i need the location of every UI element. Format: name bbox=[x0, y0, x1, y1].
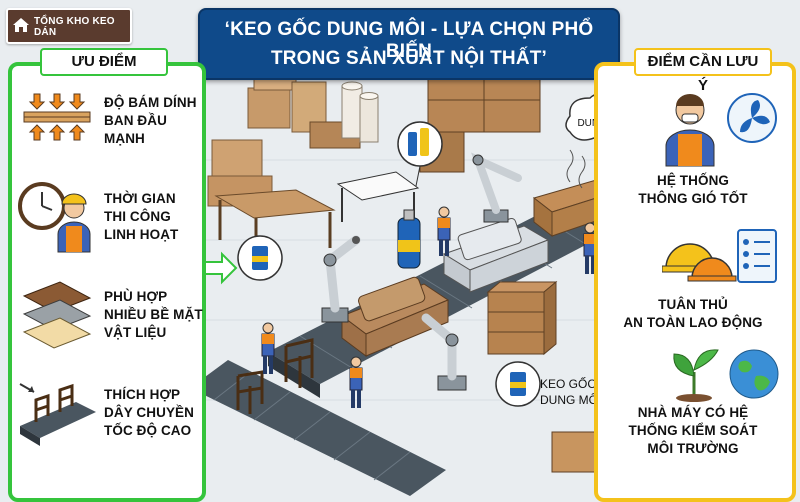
note-3-line-3: MÔI TRƯỜNG bbox=[647, 441, 739, 456]
note-3-text: NHÀ MÁY CÓ HỆ THỐNG KIỂM SOÁT MÔI TRƯỜNG bbox=[618, 404, 768, 458]
note-1-line-1: HỆ THỐNG bbox=[656, 173, 730, 188]
conveyor-belt-lower bbox=[190, 360, 446, 496]
arrows-pressure-icon bbox=[23, 93, 91, 141]
note-2-line-1: TUÂN THỦ bbox=[658, 297, 728, 312]
note-2-text: TUÂN THỦ AN TOÀN LAO ĐỘNG bbox=[618, 296, 768, 332]
sofa-grey bbox=[442, 217, 550, 293]
advantage-1-line-3: MẠNH bbox=[104, 131, 145, 146]
note-3-line-1: NHÀ MÁY CÓ HỆ bbox=[637, 405, 749, 420]
glue-tank bbox=[397, 209, 421, 269]
advantage-2-line-3: LINH HOẠT bbox=[104, 227, 179, 242]
note-3-line-2: THỐNG KIỂM SOÁT bbox=[628, 423, 758, 438]
advantage-3-line-2: NHIỀU BỀ MẶT bbox=[104, 307, 203, 322]
glue-label-line-1: KEO GỐC bbox=[540, 377, 597, 391]
advantage-3-line-3: VẬT LIỆU bbox=[104, 325, 167, 340]
worker bbox=[261, 322, 275, 374]
clock-worker-icon bbox=[18, 182, 91, 253]
note-1-text: HỆ THỐNG THÔNG GIÓ TỐT bbox=[618, 172, 768, 208]
advantage-3-text: PHÙ HỢP NHIỀU BỀ MẶT VẬT LIỆU bbox=[104, 288, 203, 342]
note-2-line-2: AN TOÀN LAO ĐỘNG bbox=[623, 315, 763, 330]
helmet-checklist-icon bbox=[662, 229, 777, 283]
conveyor-chairs-icon bbox=[19, 383, 96, 446]
advantage-3-line-1: PHÙ HỢP bbox=[104, 289, 168, 304]
chairs bbox=[236, 338, 314, 414]
brand-logo: TỔNG KHO KEO DÁN bbox=[6, 8, 132, 44]
advantage-2-text: THỜI GIAN THI CÔNG LINH HOẠT bbox=[104, 190, 178, 244]
logo-name: TỔNG KHO KEO DÁN bbox=[34, 16, 115, 38]
glue-can-callout bbox=[237, 235, 283, 281]
worker bbox=[583, 222, 597, 274]
advantage-1-line-1: ĐỘ BÁM DÍNH bbox=[104, 95, 197, 110]
title-line-2: TRONG SẢN XUẤT NỘI THẤT’ bbox=[270, 48, 548, 69]
plant-globe-icon bbox=[673, 349, 779, 402]
robot-arm bbox=[321, 235, 361, 323]
advantage-2-line-2: THI CÔNG bbox=[104, 209, 171, 224]
advantage-1-line-2: BAN ĐẦU bbox=[104, 113, 167, 128]
advantage-4-line-1: THÍCH HỢP bbox=[104, 387, 181, 402]
advantage-4-line-3: TỐC ĐỘ CAO bbox=[104, 423, 192, 438]
material-samples-icon bbox=[22, 281, 92, 349]
note-1-line-2: THÔNG GIÓ TỐT bbox=[638, 191, 748, 206]
advantage-2-line-1: THỜI GIAN bbox=[104, 191, 176, 206]
cabinet bbox=[486, 280, 558, 356]
advantage-4-line-2: DÂY CHUYỀN bbox=[104, 405, 195, 420]
glue-label-line-2: DUNG MÔI bbox=[540, 393, 602, 407]
ventilation-worker-icon bbox=[665, 93, 777, 167]
notes-heading: ĐIỂM CẦN LƯU Ý bbox=[634, 48, 772, 94]
title-line-1: ‘KEO GỐC DUNG MÔI - LỰA CHỌN PHỔ BIẾN bbox=[224, 19, 594, 62]
house-icon bbox=[13, 18, 29, 32]
wood-stack bbox=[207, 77, 361, 207]
spray-cans-callout bbox=[397, 121, 443, 187]
robot-arm bbox=[471, 152, 522, 223]
robot-arm bbox=[421, 313, 467, 391]
sofa-brown bbox=[340, 276, 450, 357]
worker bbox=[437, 206, 451, 256]
advantages-heading: ƯU ĐIỂM bbox=[40, 48, 168, 76]
advantage-4-text: THÍCH HỢP DÂY CHUYỀN TỐC ĐỘ CAO bbox=[104, 386, 194, 440]
advantage-1-text: ĐỘ BÁM DÍNH BAN ĐẦU MẠNH bbox=[104, 94, 197, 148]
worker bbox=[349, 356, 363, 408]
glue-bottle-callout bbox=[495, 361, 541, 407]
title-banner: ‘KEO GỐC DUNG MÔI - LỰA CHỌN PHỔ BIẾN TR… bbox=[198, 8, 620, 80]
paper-rolls bbox=[341, 81, 379, 143]
glue-label: KEO GỐC DUNG MÔI bbox=[540, 376, 601, 408]
